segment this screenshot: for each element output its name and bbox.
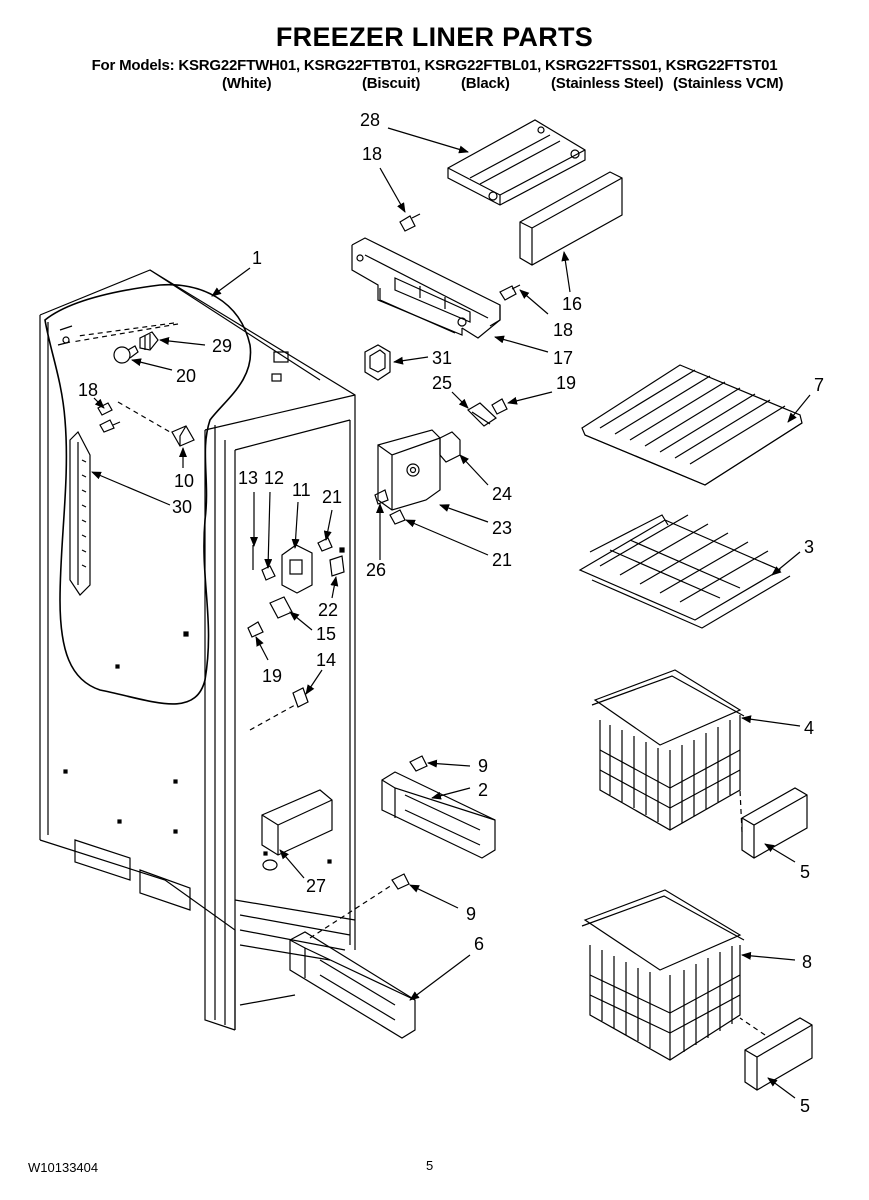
screw-dashed-line [309, 884, 393, 939]
part-15-thermistor [269, 596, 293, 619]
callout-11: 11 [292, 480, 311, 500]
callout-19-lower: 19 [262, 666, 282, 686]
part-10-bracket [171, 425, 195, 447]
callout-2: 2 [478, 780, 488, 800]
callout-4: 4 [804, 718, 814, 738]
part-4-wire-basket [591, 669, 745, 831]
part-30-shelf-rail [69, 430, 91, 596]
callout-17: 17 [553, 348, 573, 368]
part-16-panel [519, 171, 623, 266]
page-title: FREEZER LINER PARTS [275, 22, 594, 52]
callout-22: 22 [318, 600, 338, 620]
callout-25: 25 [432, 373, 452, 393]
callout-1: 1 [252, 248, 262, 268]
part-17-air-duct-housing [351, 237, 501, 339]
callout-30: 30 [172, 497, 192, 517]
variant-black: (Black) [461, 75, 510, 92]
callout-5-upper: 5 [800, 862, 810, 882]
callout-23: 23 [492, 518, 512, 538]
part-20-light-bulb [113, 345, 139, 364]
part-2-rail [381, 771, 496, 859]
callout-10: 10 [174, 471, 194, 491]
part-5-basket-front-lower [744, 1017, 813, 1091]
part-9-screw-lower [391, 873, 410, 890]
part-7-glass-shelf [581, 364, 803, 486]
part-25-switch [467, 402, 497, 427]
variant-stainless-steel: (Stainless Steel) [551, 75, 664, 92]
callout-18-right: 18 [553, 320, 573, 340]
callout-16: 16 [562, 294, 582, 314]
callout-14: 14 [316, 650, 336, 670]
part-18-screw-left [97, 402, 121, 433]
part-27-duct-cover [261, 789, 333, 871]
part-18-screw-upper [399, 213, 521, 301]
variant-stainless-vcm: (Stainless VCM) [673, 75, 784, 92]
callout-8: 8 [802, 952, 812, 972]
model-list: For Models: KSRG22FTWH01, KSRG22FTBT01, … [91, 57, 778, 74]
callout-31: 31 [432, 348, 452, 368]
freezer-liner [39, 269, 356, 1031]
part-28-top-cover [447, 119, 586, 206]
callout-7: 7 [814, 375, 824, 395]
part-12-contact [261, 565, 276, 581]
callout-12: 12 [264, 468, 284, 488]
callout-21-lower: 21 [492, 550, 512, 570]
part-6-bottom-rail [289, 931, 416, 1039]
callout-28: 28 [360, 110, 380, 130]
part-3-wire-shelf [578, 514, 791, 629]
part-26-knob [374, 489, 389, 505]
page-number: 5 [426, 1158, 434, 1173]
callout-27: 27 [306, 876, 326, 896]
callout-21-upper: 21 [322, 487, 342, 507]
callout-20: 20 [176, 366, 196, 386]
callout-5-lower: 5 [800, 1096, 810, 1116]
part-8-wire-basket [581, 889, 745, 1061]
callout-9-lower: 9 [466, 904, 476, 924]
variant-white: (White) [222, 75, 272, 92]
part-24-bracket [439, 431, 461, 463]
part-21-screw-upper [317, 537, 333, 552]
part-19-screw-upper [491, 398, 508, 415]
callout-3: 3 [804, 537, 814, 557]
callout-9-upper: 9 [478, 756, 488, 776]
part-29-lamp-socket [139, 331, 159, 351]
part-11-housing [281, 544, 313, 594]
callout-19-top: 19 [556, 373, 576, 393]
leader-lines [71, 127, 811, 1099]
callout-13: 13 [238, 468, 258, 488]
part-21-screw-lower [389, 509, 406, 525]
document-number: W10133404 [28, 1160, 99, 1175]
part-23-control-housing [377, 429, 441, 511]
variant-biscuit: (Biscuit) [362, 75, 421, 92]
part-14-connector [292, 687, 309, 708]
part-22-clip [329, 555, 345, 577]
callout-6: 6 [474, 934, 484, 954]
part-31-clip [364, 344, 391, 381]
callout-29: 29 [212, 336, 232, 356]
callout-15: 15 [316, 624, 336, 644]
part-5-basket-front-upper [741, 787, 808, 859]
callout-26: 26 [366, 560, 386, 580]
callout-18-left: 18 [78, 380, 98, 400]
wire-dashed-line [249, 704, 296, 731]
callout-24: 24 [492, 484, 512, 504]
callout-18-top: 18 [362, 144, 382, 164]
part-9-screw-upper [409, 755, 428, 772]
part-19-screw-lower [247, 621, 264, 638]
